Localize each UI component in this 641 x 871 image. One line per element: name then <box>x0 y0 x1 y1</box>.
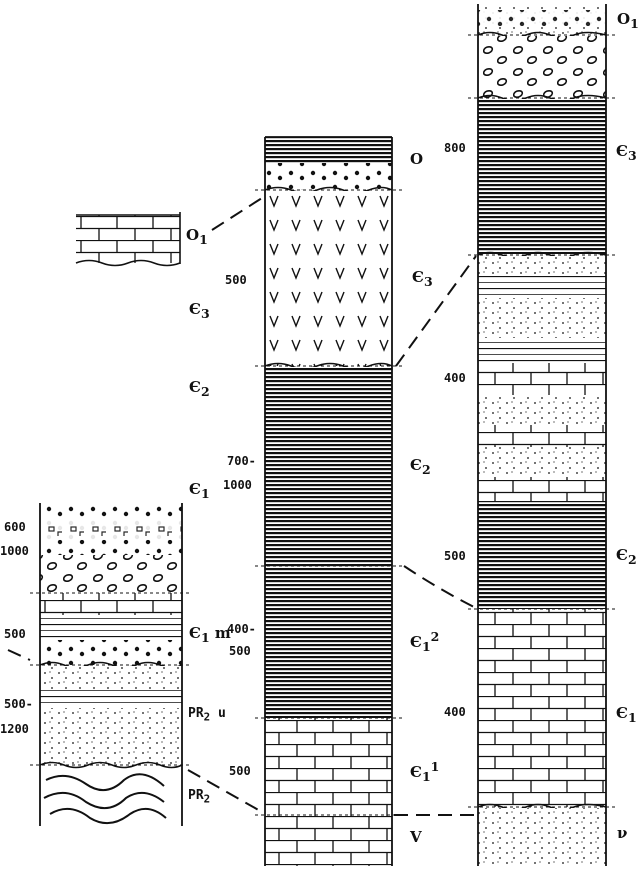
left-unit-e3: Є3 <box>189 300 210 321</box>
left-unit-e2: Є2 <box>189 378 210 399</box>
left-column <box>30 503 192 826</box>
right-unit-o1: O1 <box>617 10 639 31</box>
right-unit-e2: Є2 <box>616 546 637 567</box>
left-thickness-500: 500 <box>4 627 26 641</box>
middle-unit-e3: Є3 <box>412 268 433 289</box>
right-column <box>468 4 616 866</box>
left-thickness-600: 600 <box>4 520 26 534</box>
inset-column <box>75 212 181 267</box>
middle-thickness-500a: 500 <box>225 273 247 287</box>
left-thickness-1200: 1200 <box>0 722 29 736</box>
right-unit-nu: ν <box>617 824 628 842</box>
right-unit-e1: Є1 <box>616 704 637 725</box>
right-thickness-800: 800 <box>444 141 466 155</box>
middle-thickness-700: 700- <box>227 454 256 468</box>
middle-unit-o: O <box>410 150 424 168</box>
left-thickness-1000: 1000 <box>0 544 29 558</box>
left-unit-e1m: Є1 m <box>189 624 231 645</box>
right-thickness-400a: 400 <box>444 371 466 385</box>
correlation-lines <box>7 197 477 816</box>
inset-unit-o1: O1 <box>186 226 208 247</box>
middle-unit-e1-1: Є11 <box>410 759 440 784</box>
left-unit-e1: Є1 <box>189 480 210 501</box>
left-thickness-500b: 500- <box>4 697 33 711</box>
middle-thickness-500c: 500 <box>229 764 251 778</box>
left-unit-pr2u: PR2 u <box>188 706 226 724</box>
middle-column <box>255 136 402 866</box>
middle-thickness-1000: 1000 <box>223 478 252 492</box>
right-thickness-400b: 400 <box>444 705 466 719</box>
middle-unit-e2: Є2 <box>410 456 431 477</box>
middle-thickness-400: 400- <box>227 622 256 636</box>
middle-thickness-500b: 500 <box>229 644 251 658</box>
middle-unit-e1-2: Є12 <box>410 629 440 654</box>
left-unit-pr2: PR2 <box>188 788 211 806</box>
middle-unit-v: V <box>410 828 422 846</box>
right-unit-e3: Є3 <box>616 142 637 163</box>
right-thickness-500: 500 <box>444 549 466 563</box>
